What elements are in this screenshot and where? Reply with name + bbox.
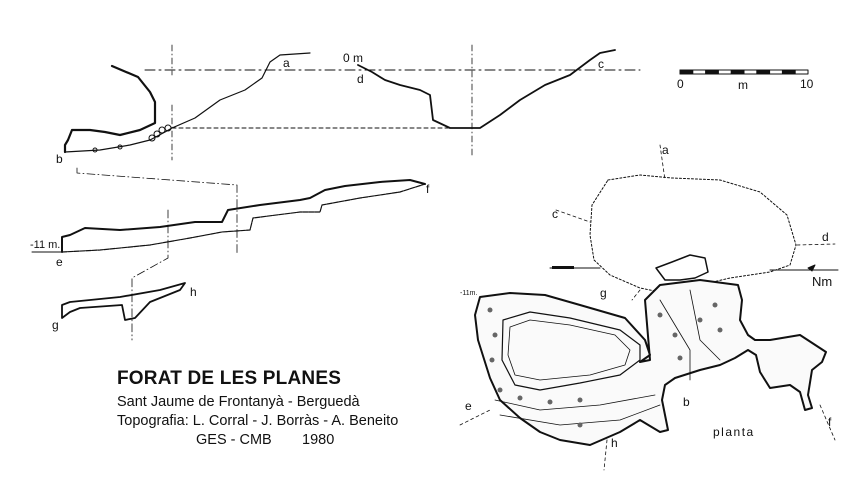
section-point-d: d [357, 72, 364, 86]
scale-unit: m [738, 78, 748, 92]
section-point-g: g [52, 318, 59, 332]
location-text: Sant Jaume de Frontanyà - Berguedà [117, 394, 360, 410]
group-text: GES - CMB [196, 432, 272, 448]
plan-point-f: f [828, 415, 832, 429]
section-cut-line [171, 44, 473, 161]
plan-gallery [474, 279, 827, 446]
section-point-c: c [598, 57, 604, 71]
plan-point-e: e [465, 399, 472, 413]
year-text: 1980 [302, 432, 335, 448]
section-ab-wall [63, 64, 157, 154]
section-point-a: a [283, 56, 290, 70]
section-point-h: h [190, 285, 197, 299]
north-arrow-icon [549, 267, 839, 271]
section-dc-wall [357, 49, 616, 129]
cave-title: FORAT DE LES PLANES [117, 368, 342, 389]
plan-cross-section [459, 144, 836, 471]
depth-label: -11 m. [30, 239, 61, 251]
section-point-e: e [56, 255, 63, 269]
pebble-texture [487, 302, 723, 428]
survey-credits: Topografia: L. Corral - J. Borràs - A. B… [117, 413, 399, 429]
plan-point-d: d [822, 230, 829, 244]
section-point-b: b [56, 152, 63, 166]
section-gh [61, 282, 186, 321]
section-ef-ceiling [61, 179, 426, 253]
north-label: Nm [812, 274, 833, 289]
boulders [92, 124, 172, 153]
plan-label: planta [713, 425, 755, 439]
section-ab-floor [64, 52, 311, 153]
scale-bar [679, 69, 809, 75]
section-point-f: f [426, 182, 430, 196]
section-connector [76, 167, 238, 341]
plan-doline [589, 174, 797, 293]
plan-point-h: h [611, 436, 618, 450]
plan-entrance-boulder [655, 254, 709, 281]
scale-start: 0 [677, 77, 684, 91]
plan-depth-mark: -11m. [460, 290, 478, 297]
plan-point-a: a [662, 143, 669, 157]
section-ef-floor [61, 183, 426, 253]
zero-depth-label: 0 m [343, 51, 364, 65]
plan-point-b: b [683, 395, 690, 409]
plan-lake [501, 311, 641, 391]
scale-end: 10 [800, 77, 814, 91]
plan-point-c: c [552, 207, 558, 221]
plan-point-g: g [600, 286, 607, 300]
